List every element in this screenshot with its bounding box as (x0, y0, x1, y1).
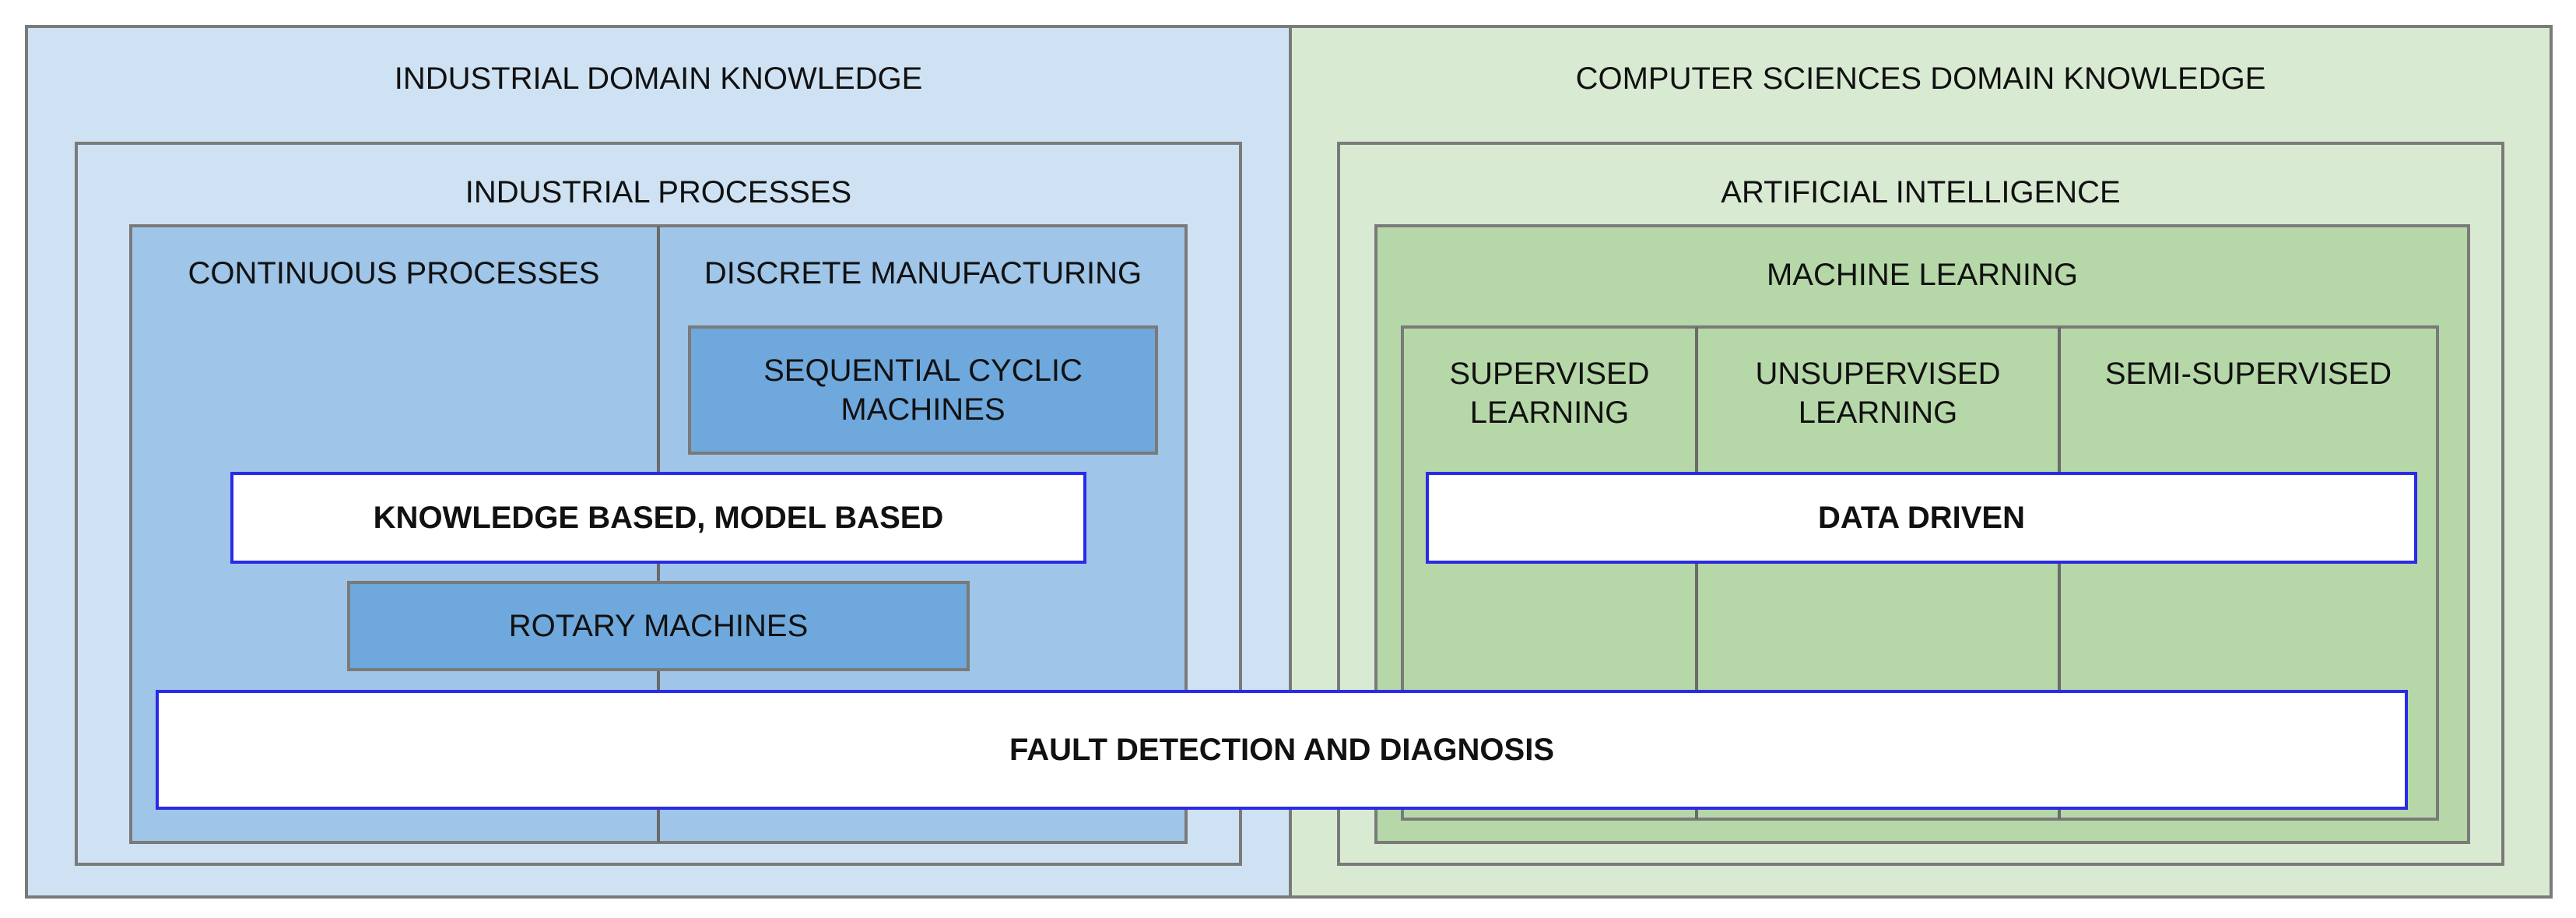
industrial-processes-title: INDUSTRIAL PROCESSES (465, 175, 852, 209)
rotary-machines-label: ROTARY MACHINES (508, 609, 809, 643)
learning-divider-1 (1695, 327, 1698, 819)
cs-domain-title: COMPUTER SCIENCES DOMAIN KNOWLEDGE (1575, 62, 2266, 96)
supervised-learning-label: SUPERVISED LEARNING (1449, 357, 1650, 430)
fault-detection-diagnosis-bar: FAULT DETECTION AND DIAGNOSIS (156, 690, 2408, 810)
learning-divider-2 (2058, 327, 2061, 819)
sequential-cyclic-machines-label: SEQUENTIAL CYCLIC MACHINES (763, 353, 1083, 427)
artificial-intelligence-title: ARTIFICIAL INTELLIGENCE (1721, 175, 2121, 209)
unsupervised-learning-label: UNSUPERVISED LEARNING (1755, 357, 2001, 430)
sequential-cyclic-machines-box: SEQUENTIAL CYCLIC MACHINES (688, 325, 1158, 455)
knowledge-based-model-based-bar: KNOWLEDGE BASED, MODEL BASED (230, 472, 1086, 564)
semi-supervised-label: SEMI-SUPERVISED (2104, 357, 2392, 391)
industrial-domain-title: INDUSTRIAL DOMAIN KNOWLEDGE (394, 62, 923, 96)
data-driven-bar: DATA DRIVEN (1426, 472, 2417, 564)
machine-learning-title: MACHINE LEARNING (1766, 258, 2079, 292)
fault-detection-label: FAULT DETECTION AND DIAGNOSIS (1009, 732, 1554, 767)
rotary-machines-box: ROTARY MACHINES (347, 581, 970, 671)
continuous-processes-label: CONTINUOUS PROCESSES (188, 256, 600, 290)
knowledge-based-label: KNOWLEDGE BASED, MODEL BASED (373, 500, 944, 535)
discrete-manufacturing-label: DISCRETE MANUFACTURING (704, 256, 1142, 290)
data-driven-label: DATA DRIVEN (1818, 500, 2025, 535)
